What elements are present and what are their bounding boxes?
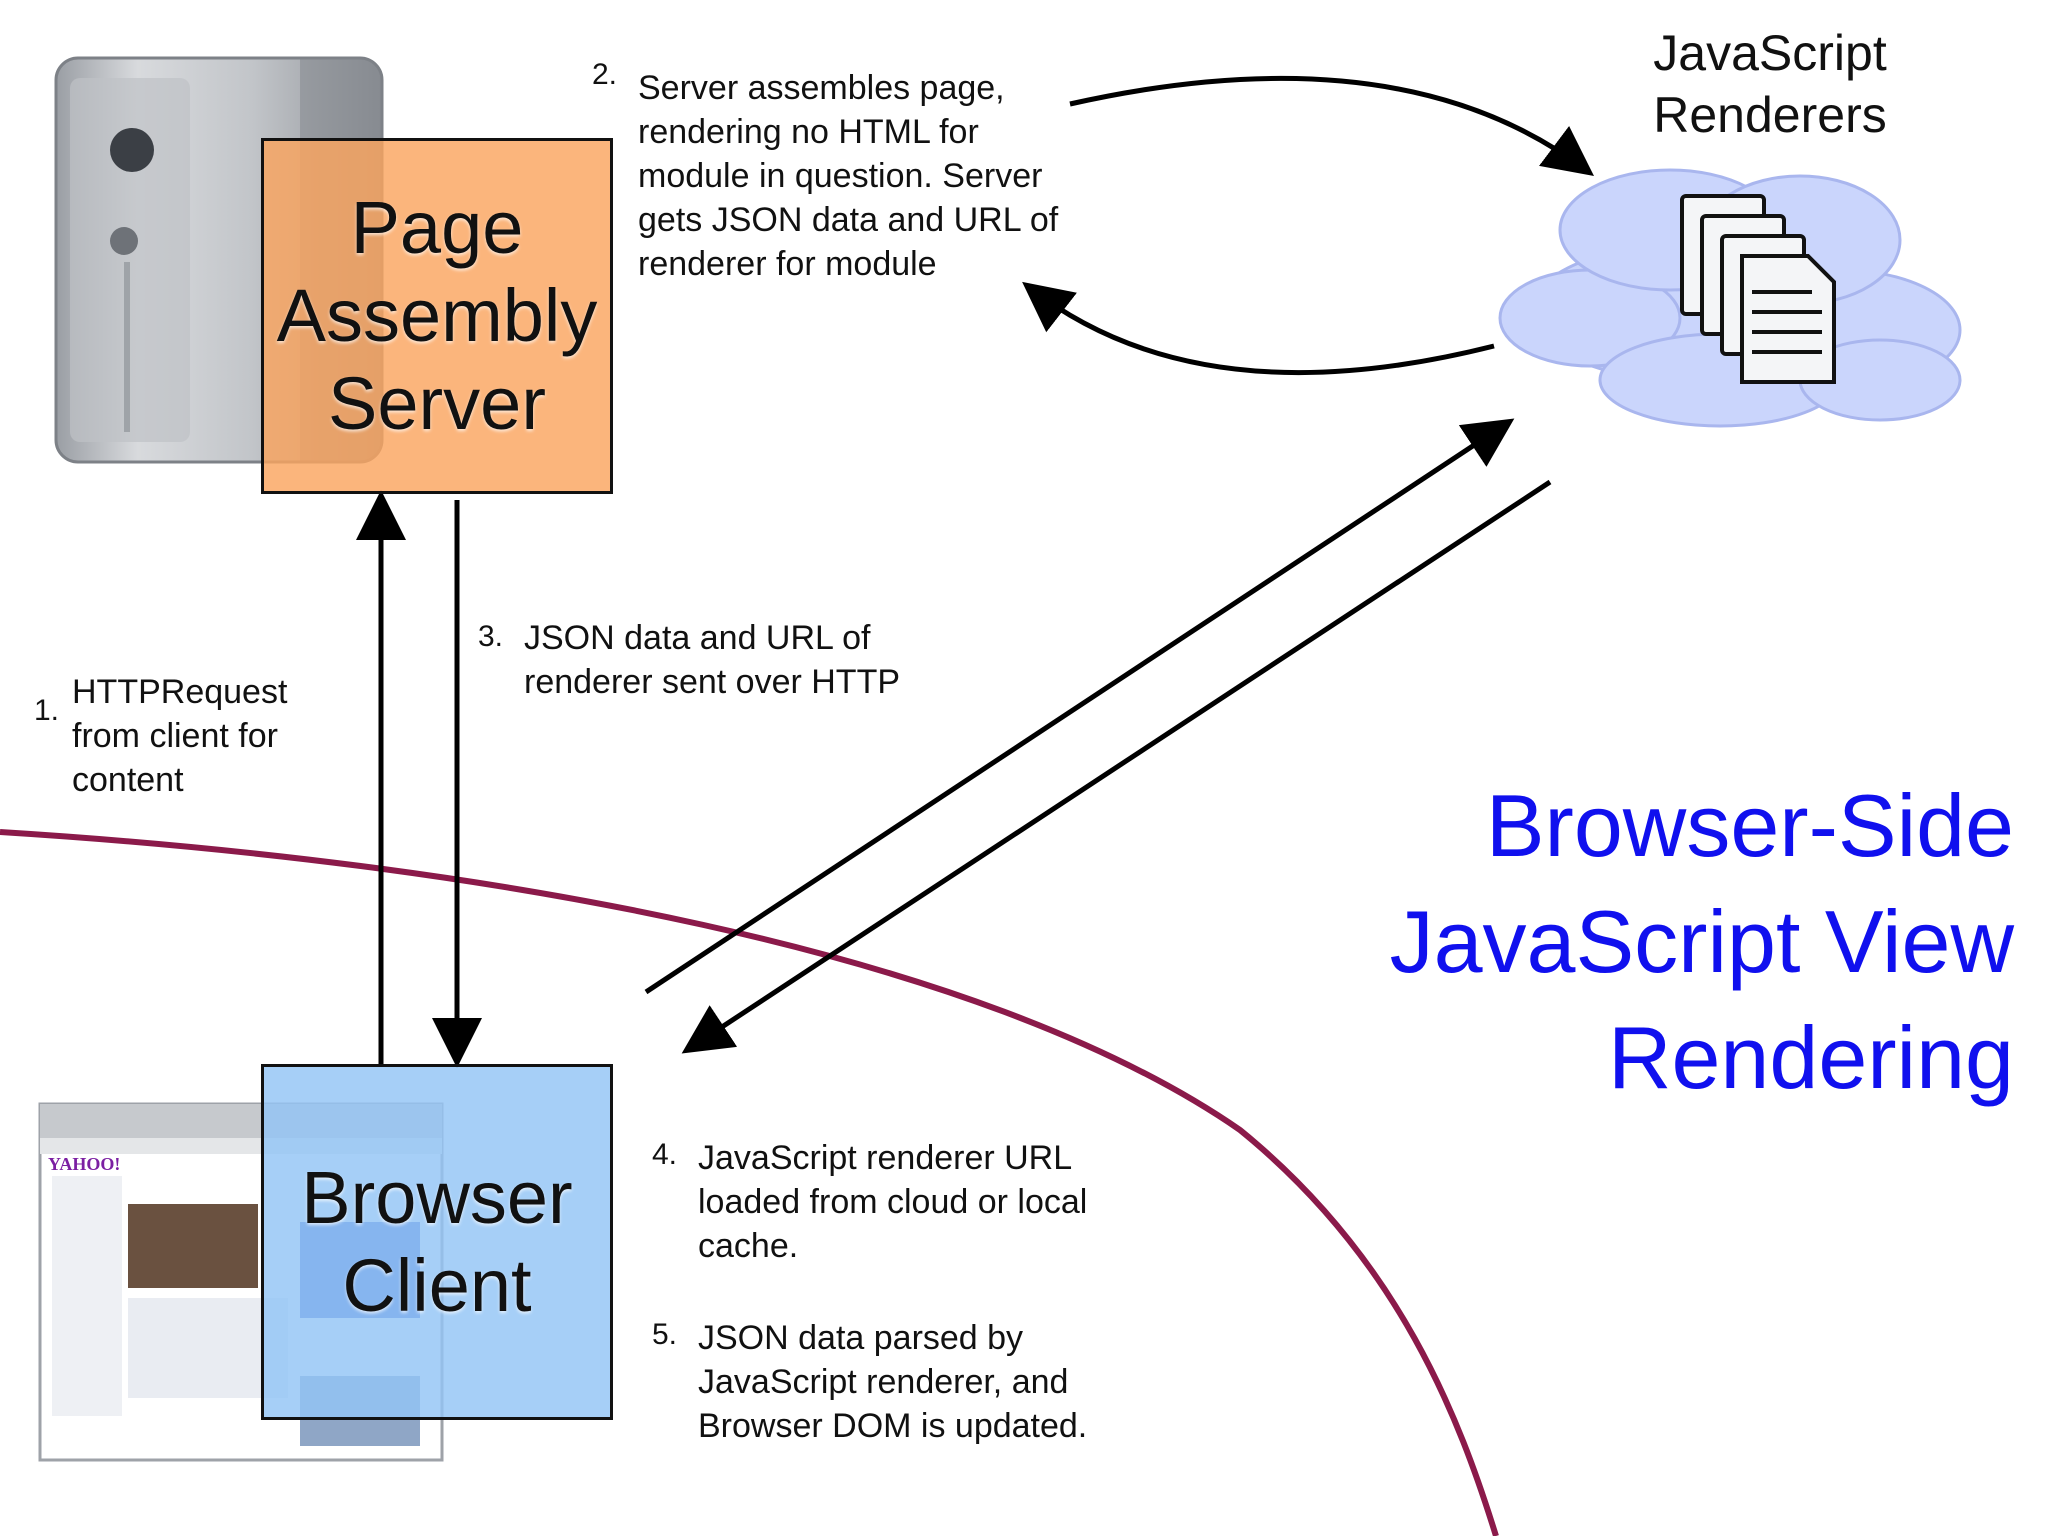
page-assembly-server-label: Page Assembly Server xyxy=(276,186,598,445)
boundary-curve xyxy=(0,829,1499,1536)
javascript-renderers-label: JavaScript Renderers xyxy=(1653,25,1887,143)
step-5-number: 5. xyxy=(652,1318,678,1351)
step-4-number: 4. xyxy=(652,1138,678,1171)
browser-client-label: Browser Client xyxy=(301,1156,573,1327)
yahoo-logo: YAHOO! xyxy=(48,1154,120,1174)
step-3-number: 3. xyxy=(478,620,504,653)
document-stack-icon xyxy=(1680,194,1836,384)
step-5-text: JSON data parsed by JavaScript renderer,… xyxy=(698,1319,1088,1445)
step-2-text: Server assembles page, rendering no HTML… xyxy=(638,69,1059,283)
load-renderer-arrow xyxy=(644,418,1515,995)
step-3-text: JSON data and URL of renderer sent over … xyxy=(524,619,901,701)
fetch-renderer-arrow xyxy=(1069,75,1594,177)
page-assembly-server-box: Page Assembly Server xyxy=(261,138,613,494)
slide-title: Browser-Side JavaScript View Rendering xyxy=(1389,776,2014,1107)
return-json-arrow xyxy=(1022,281,1495,376)
renderer-delivered-arrow xyxy=(681,479,1552,1054)
browser-client-box: Browser Client xyxy=(261,1064,613,1420)
step-4-text: JavaScript renderer URL loaded from clou… xyxy=(698,1139,1088,1265)
step-1-text: HTTPRequest from client for content xyxy=(72,673,288,799)
step-2-number: 2. xyxy=(592,58,618,91)
step-1-number: 1. xyxy=(34,694,60,727)
